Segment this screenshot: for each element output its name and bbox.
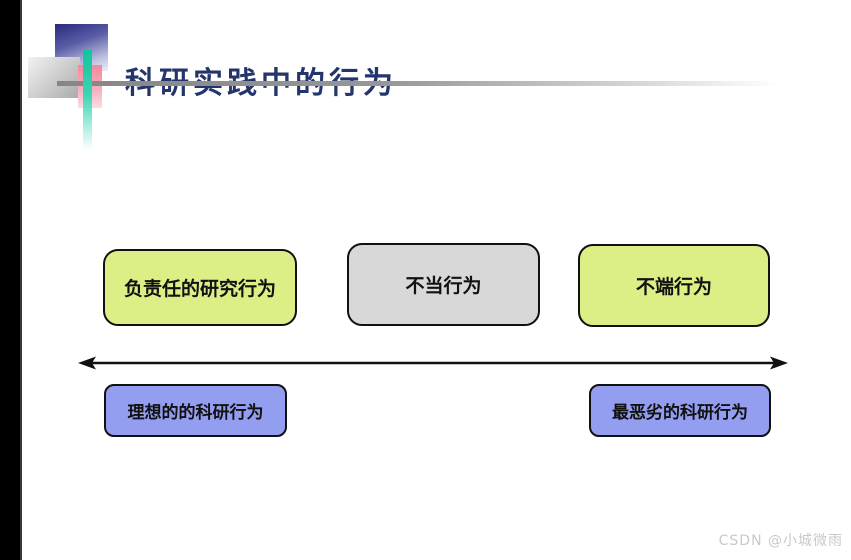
box-ideal-research-conduct: 理想的的科研行为 <box>104 384 287 437</box>
box-label: 理想的的科研行为 <box>127 403 264 423</box>
box-label: 不当行为 <box>405 275 482 297</box>
box-worst-research-conduct: 最恶劣的科研行为 <box>589 384 771 437</box>
box-questionable-conduct: 不当行为 <box>347 243 540 326</box>
box-label: 最恶劣的科研行为 <box>612 403 748 423</box>
slide-left-border <box>0 0 22 560</box>
box-misconduct: 不端行为 <box>578 244 770 327</box>
logo-gray-square-icon <box>28 57 80 98</box>
spectrum-double-arrow-icon <box>78 356 788 370</box>
logo-teal-bar-icon <box>83 50 92 150</box>
csdn-watermark: CSDN @小城微雨 <box>718 533 843 549</box>
box-label: 不端行为 <box>635 276 712 298</box>
title-underline-rule <box>57 81 795 86</box>
box-label: 负责任的研究行为 <box>123 278 276 300</box>
box-responsible-research-conduct: 负责任的研究行为 <box>103 249 297 326</box>
